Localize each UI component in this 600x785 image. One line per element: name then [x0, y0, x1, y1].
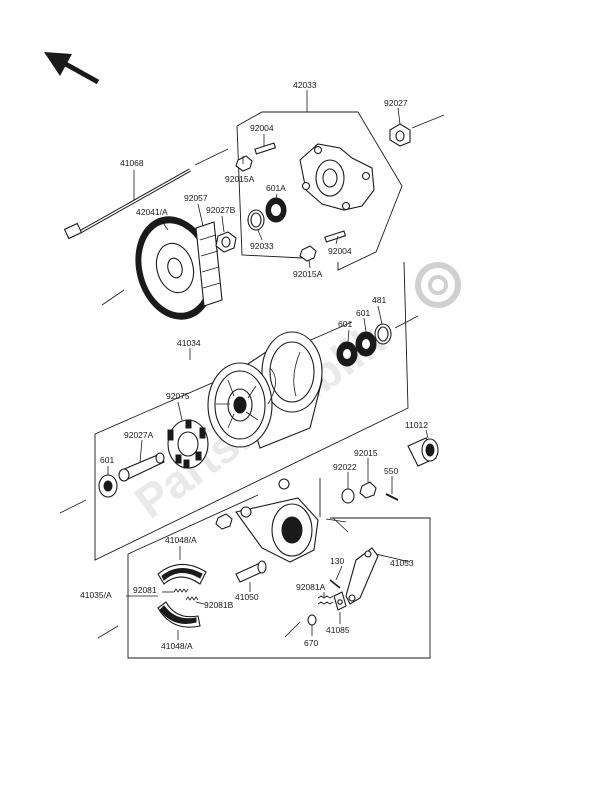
wheel-collar — [407, 437, 439, 467]
leader-lines — [107, 90, 429, 640]
direction-arrow-icon — [44, 52, 100, 85]
label-92027: 92027 — [384, 98, 408, 108]
label-601-right-inner: 601 — [338, 319, 352, 329]
coupling-bolts — [195, 221, 223, 307]
sprocket — [135, 216, 215, 320]
shoe-springs — [173, 588, 199, 601]
guide-lines — [59, 114, 445, 639]
brake-camshaft — [235, 560, 267, 583]
hub-damper — [167, 419, 209, 469]
gear-watermark-icon — [415, 262, 461, 308]
label-41068: 41068 — [120, 158, 144, 168]
label-670: 670 — [304, 638, 318, 648]
label-92004-top: 92004 — [250, 123, 274, 133]
label-601-left: 601 — [100, 455, 114, 465]
label-41050: 41050 — [235, 592, 259, 602]
label-601a: 601A — [266, 183, 286, 193]
label-41034: 41034 — [177, 338, 201, 348]
brake-panel — [235, 497, 319, 563]
label-41048a-bottom: 41048/A — [161, 641, 193, 651]
label-130: 130 — [330, 556, 344, 566]
nut — [215, 231, 237, 253]
label-92015a-top: 92015A — [225, 174, 255, 184]
label-41048a-top: 41048/A — [165, 535, 197, 545]
label-92075: 92075 — [166, 391, 190, 401]
label-481: 481 — [372, 295, 386, 305]
part-labels: 42033 92027 92004 41068 92015A 601A 4204… — [80, 80, 428, 651]
label-92022: 92022 — [333, 462, 357, 472]
wheel-bearings — [336, 323, 392, 367]
collar — [389, 123, 411, 147]
label-11012: 11012 — [405, 420, 428, 430]
hub-bearing — [247, 197, 287, 231]
brake-shoes — [157, 563, 207, 628]
label-92027b: 92027B — [206, 205, 236, 215]
label-92057: 92057 — [184, 193, 208, 203]
label-92004-bottom: 92004 — [328, 246, 352, 256]
label-92015: 92015 — [354, 448, 378, 458]
label-92015a-bottom: 92015A — [293, 269, 323, 279]
wheel-hub — [207, 331, 323, 449]
hub-nuts — [235, 155, 317, 262]
label-92081a: 92081A — [296, 582, 326, 592]
label-92033: 92033 — [250, 241, 274, 251]
axle — [63, 168, 191, 240]
left-bearing — [98, 474, 118, 498]
small-hardware — [215, 478, 399, 530]
label-601-right-outer: 601 — [356, 308, 370, 318]
label-42033: 42033 — [293, 80, 317, 90]
label-92081: 92081 — [133, 585, 157, 595]
spacer-tube — [118, 452, 165, 482]
label-92027a: 92027A — [124, 430, 154, 440]
label-550: 550 — [384, 466, 398, 476]
label-41085: 41085 — [326, 625, 350, 635]
label-42041a: 42041/A — [136, 207, 168, 217]
sprocket-hub — [299, 143, 375, 211]
label-41053: 41053 — [390, 558, 414, 568]
stud-bolts — [254, 142, 347, 243]
label-41035a: 41035/A — [80, 590, 112, 600]
label-92081b: 92081B — [204, 600, 234, 610]
brake-lever — [307, 547, 379, 626]
